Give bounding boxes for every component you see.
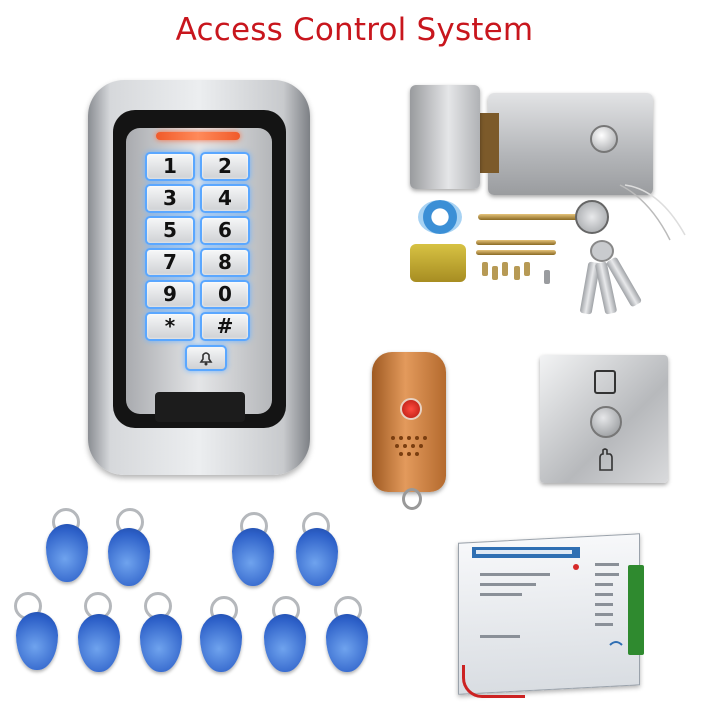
mounting-ring <box>418 200 462 234</box>
power-supply-label-graphic <box>472 547 623 646</box>
screw <box>502 262 508 276</box>
key-5[interactable]: 5 <box>145 216 195 245</box>
key-0[interactable]: 0 <box>200 280 250 309</box>
door-exit-icon <box>594 370 616 394</box>
lock-strike-plate <box>410 85 480 189</box>
keypad-base <box>155 392 245 422</box>
key-star[interactable]: * <box>145 312 195 341</box>
lock-wires <box>619 184 686 241</box>
doorbell-button[interactable] <box>185 345 227 371</box>
remote-control <box>372 352 446 492</box>
rfid-fob <box>200 614 242 672</box>
rfid-fob <box>46 524 88 582</box>
terminal-block <box>628 565 644 655</box>
bolt-screw <box>476 240 556 245</box>
hand-push-icon <box>599 448 613 471</box>
key-head <box>590 240 614 262</box>
rfid-fob <box>264 614 306 672</box>
key-9[interactable]: 9 <box>145 280 195 309</box>
remote-grille <box>391 436 427 456</box>
rfid-fob <box>108 528 150 586</box>
page-title: Access Control System <box>175 12 534 48</box>
electric-lock-body <box>488 93 653 195</box>
screw <box>544 270 550 284</box>
bell-icon <box>199 352 213 366</box>
key-3[interactable]: 3 <box>145 184 195 213</box>
status-led <box>156 132 240 140</box>
lock-cylinder <box>575 200 609 234</box>
rfid-fob <box>296 528 338 586</box>
rfid-fob <box>326 614 368 672</box>
screw <box>482 262 488 276</box>
rfid-fob <box>16 612 58 670</box>
screw <box>524 262 530 276</box>
screw <box>514 266 520 280</box>
rfid-fob <box>140 614 182 672</box>
key-1[interactable]: 1 <box>145 152 195 181</box>
lock-knob <box>590 125 618 153</box>
key-4[interactable]: 4 <box>200 184 250 213</box>
bolt-screw <box>476 250 556 255</box>
spindle-rod <box>478 214 582 220</box>
remote-button[interactable] <box>400 398 422 420</box>
mounting-bracket <box>410 244 466 282</box>
rfid-fob <box>78 614 120 672</box>
key-8[interactable]: 8 <box>200 248 250 277</box>
screw <box>492 266 498 280</box>
rfid-fob <box>232 528 274 586</box>
key-hash[interactable]: # <box>200 312 250 341</box>
exit-push-button[interactable] <box>590 406 622 438</box>
key-7[interactable]: 7 <box>145 248 195 277</box>
key-2[interactable]: 2 <box>200 152 250 181</box>
remote-keyring <box>402 488 422 510</box>
power-cable <box>462 665 525 698</box>
key-6[interactable]: 6 <box>200 216 250 245</box>
